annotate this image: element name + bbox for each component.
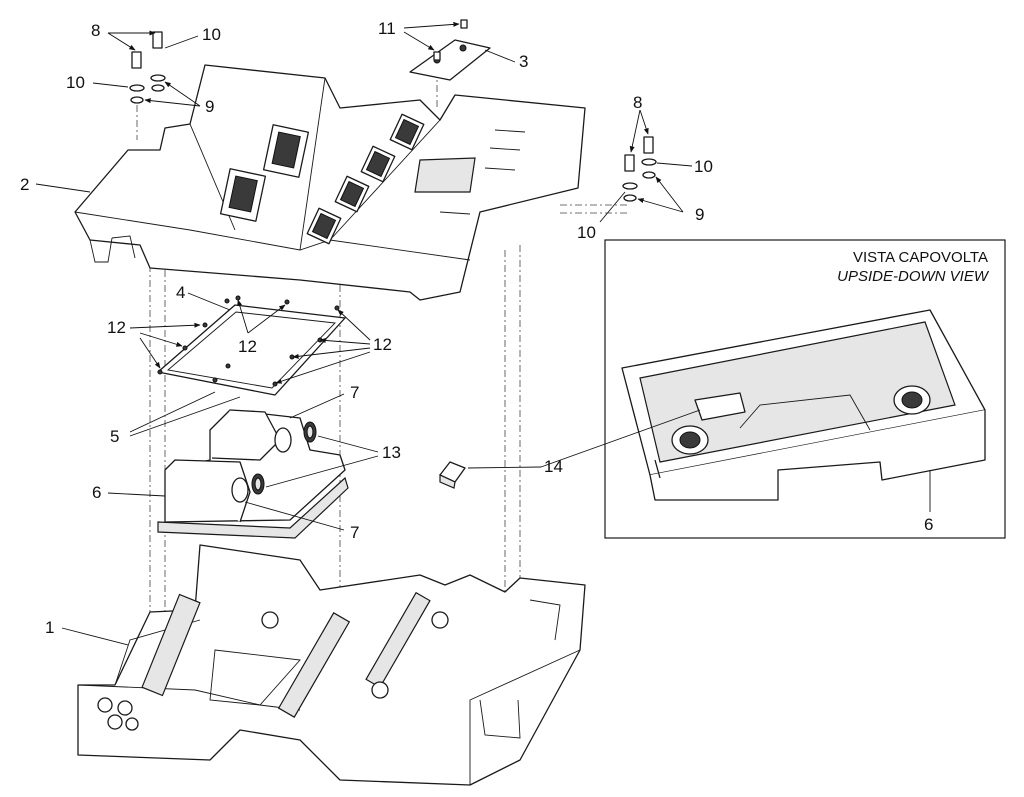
top-cover-part	[74, 64, 586, 301]
callout-7-top: 7	[350, 383, 359, 402]
callout-6: 6	[92, 483, 101, 502]
callout-12-center: 12	[238, 337, 257, 356]
inset-part-label: 6	[924, 515, 933, 534]
inset-title: VISTA CAPOVOLTA	[853, 249, 988, 266]
assembly-guide-lines	[136, 70, 630, 640]
upside-down-view-inset	[604, 239, 1006, 539]
callout-10-right-bottom: 10	[577, 223, 596, 242]
clip-part-14	[439, 461, 466, 489]
callout-4: 4	[176, 283, 185, 302]
callout-9-right: 9	[695, 205, 704, 224]
screws-and-washers	[129, 19, 657, 202]
callout-3: 3	[519, 52, 528, 71]
housing-parts	[157, 409, 349, 539]
callout-10-left: 10	[66, 73, 85, 92]
callout-7-bottom: 7	[350, 523, 359, 542]
callout-5: 5	[110, 427, 119, 446]
callout-10-top-left: 10	[202, 25, 221, 44]
callout-10-right: 10	[694, 157, 713, 176]
callout-11: 11	[378, 19, 396, 38]
callout-2: 2	[20, 175, 29, 194]
callout-9-left: 9	[205, 97, 214, 116]
callout-12-left: 12	[107, 318, 126, 337]
callout-13: 13	[382, 443, 401, 462]
small-cover-plate-part	[409, 39, 491, 81]
leader-lines	[35, 21, 931, 646]
base-chassis-part	[77, 544, 586, 786]
callout-12-right: 12	[373, 335, 392, 354]
callout-8-left: 8	[91, 21, 100, 40]
inset-subtitle: UPSIDE-DOWN VIEW	[837, 268, 990, 285]
callout-14: 14	[544, 457, 563, 476]
callout-1: 1	[45, 618, 54, 637]
gasket-frame-part	[157, 295, 346, 396]
callout-8-right: 8	[633, 93, 642, 112]
